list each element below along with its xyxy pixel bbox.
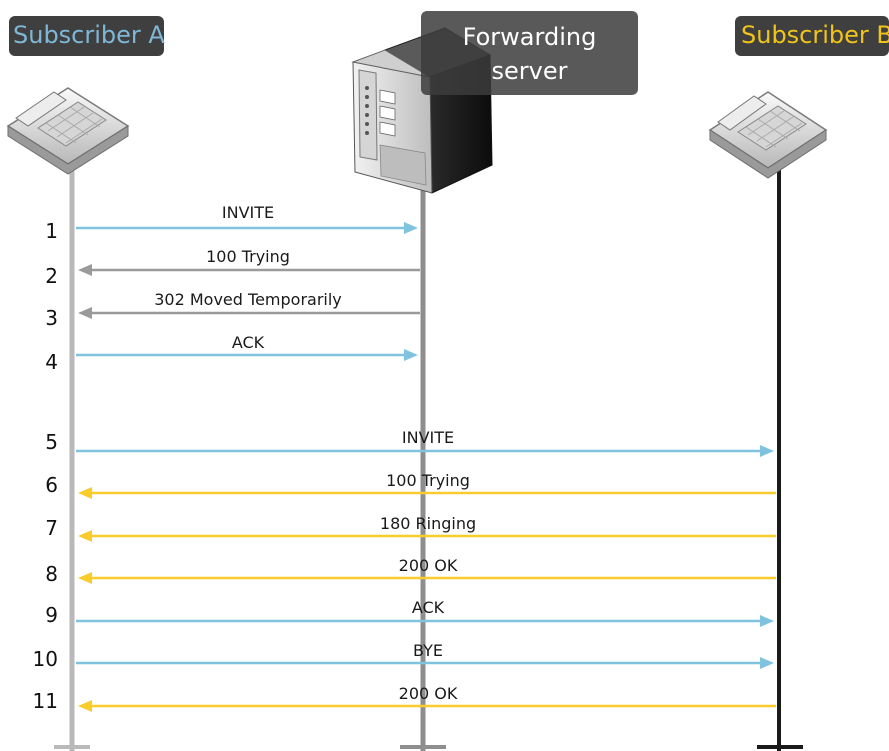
telephone-b-icon: [708, 91, 828, 179]
message-arrow-head: [78, 487, 92, 499]
step-number: 4: [45, 350, 58, 374]
message-label: INVITE: [401, 428, 455, 447]
message-arrow-head: [404, 222, 418, 234]
step-number: 10: [32, 647, 58, 671]
subscriber-b-label: Subscriber B: [741, 21, 889, 49]
message-label: 302 Moved Temporarily: [154, 290, 342, 309]
step-number: 7: [45, 516, 58, 540]
message-arrow-head: [760, 445, 774, 457]
message-arrow-head: [760, 615, 774, 627]
telephone-a-icon: [6, 87, 130, 175]
step-number: 6: [45, 473, 58, 497]
message-arrow-head: [78, 307, 92, 319]
subscriber-a-label-box: Subscriber A: [9, 16, 165, 56]
message-arrow-head: [78, 530, 92, 542]
message-label: ACK: [411, 598, 445, 617]
step-number: 5: [45, 430, 58, 454]
message-arrow-head: [404, 349, 418, 361]
step-number: 2: [45, 264, 58, 288]
subscriber-b-label-box: Subscriber B: [735, 16, 889, 56]
lifeline-a-foot: [54, 745, 90, 749]
subscriber-a-label: Subscriber A: [13, 21, 165, 49]
message-label: 180 Ringing: [379, 514, 477, 533]
lifeline-server-foot: [400, 745, 446, 749]
message-label: 200 OK: [398, 684, 458, 703]
step-number: 8: [45, 562, 58, 586]
message-arrow-head: [78, 572, 92, 584]
message-label: 100 Trying: [386, 471, 470, 490]
message-arrow-head: [78, 264, 92, 276]
message-arrow-head: [78, 700, 92, 712]
message-label: ACK: [231, 333, 265, 352]
message-label: 100 Trying: [206, 247, 290, 266]
message-label: INVITE: [221, 203, 275, 222]
step-number: 3: [45, 306, 58, 330]
message-arrows: [76, 222, 776, 712]
forwarding-server-label-box: Forwarding server: [421, 11, 638, 95]
step-number: 9: [45, 603, 58, 627]
message-arrow-head: [760, 657, 774, 669]
step-number: 1: [45, 219, 58, 243]
forwarding-server-label: Forwarding server: [462, 23, 597, 85]
lifeline-b-foot: [757, 745, 803, 749]
message-label: 200 OK: [398, 556, 458, 575]
step-number: 11: [32, 689, 58, 713]
message-label: BYE: [413, 641, 443, 660]
